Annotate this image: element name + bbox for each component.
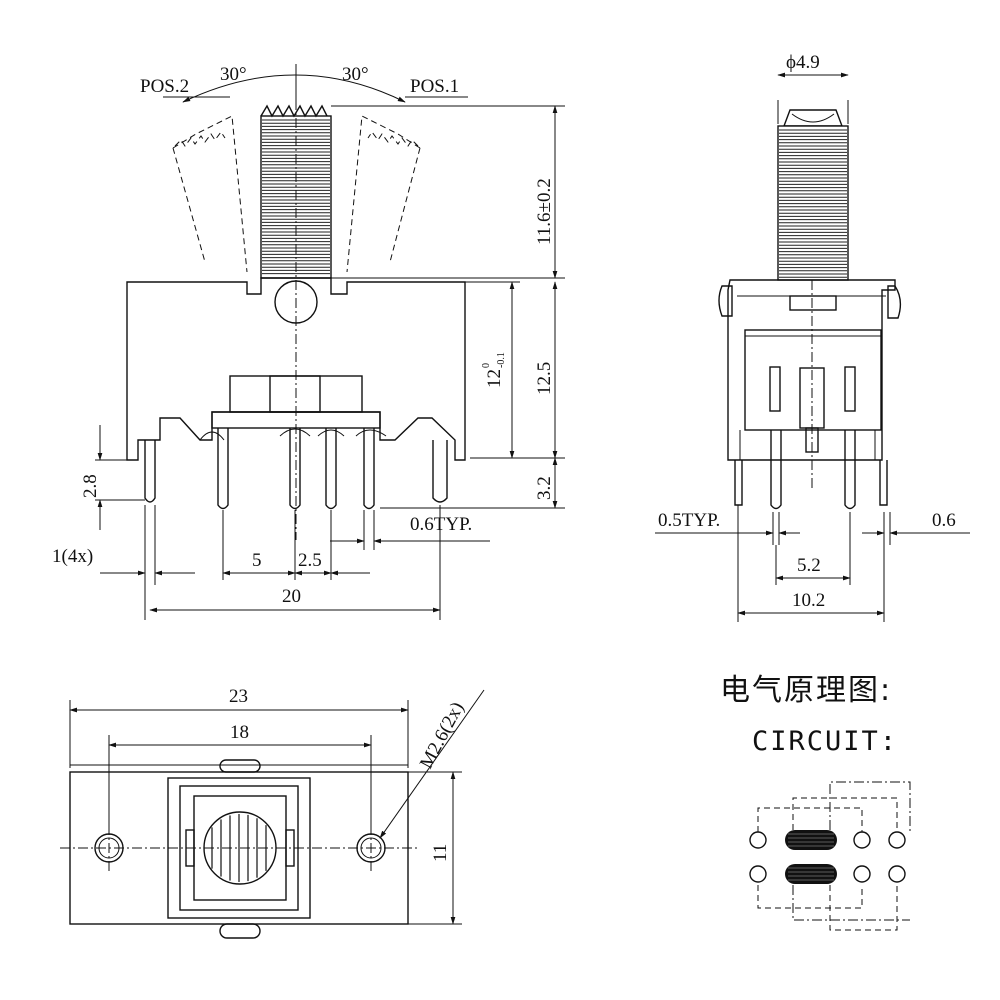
- side-body-depth-label: 10.2: [792, 590, 825, 611]
- mount-height-tol-upper: 0: [481, 363, 492, 368]
- angle-right-label: 30°: [342, 64, 369, 85]
- pos1-label: POS.1: [410, 76, 459, 97]
- angle-left-label: 30°: [220, 64, 247, 85]
- side-pin-width-label: 0.5TYP.: [658, 510, 720, 531]
- contact-terminal: [749, 865, 767, 883]
- contact-terminal: [888, 865, 906, 883]
- circuit-section: 电气原理图: CIRCUIT:: [720, 673, 911, 931]
- circuit-title-en: CIRCUIT:: [752, 726, 898, 757]
- contact-bridge: [785, 830, 837, 850]
- contact-terminal: [749, 831, 767, 849]
- shaft-height-label: 11.6±0.2: [534, 178, 555, 245]
- side-pin-width-label: 1(4x): [52, 546, 93, 567]
- contact-bridge: [785, 864, 837, 884]
- side-pins: [734, 430, 888, 510]
- contact-terminal: [853, 865, 871, 883]
- ghost-pos2: [172, 115, 248, 273]
- contact-terminal: [888, 831, 906, 849]
- ghost-pos1: [346, 115, 421, 273]
- pin-pitch-inner-label: 2.5: [298, 550, 322, 571]
- pin-pitch-outer-label: 5: [252, 550, 262, 571]
- front-pins: [144, 428, 448, 510]
- switch-body-front: [126, 277, 466, 461]
- hole-spacing-label: 18: [230, 722, 249, 743]
- angle-arc: [182, 74, 406, 103]
- pin-length-label: 3.2: [534, 476, 555, 500]
- side-view: ϕ4.9 0.5TYP. 0.6 5.2 10.2: [655, 52, 970, 622]
- body-height-label: 12.5: [534, 362, 555, 395]
- pos2-label: POS.2: [140, 76, 189, 97]
- front-view: POS.2 POS.1 30° 30° 11.6±0.2 12.5 12 0 -…: [52, 64, 565, 620]
- switch-body-side: [718, 279, 902, 490]
- mount-height-label: 12: [484, 369, 505, 388]
- mount-height-tol-lower: -0.1: [496, 352, 507, 368]
- pin-thickness-label: 0.6TYP.: [410, 514, 472, 535]
- circuit-title-cn: 电气原理图:: [720, 673, 892, 708]
- side-pin-spacing-label: 5.2: [797, 555, 821, 576]
- circuit-diagram: [749, 781, 911, 931]
- side-dims: [655, 505, 970, 622]
- shaft-diameter-label: ϕ4.9: [786, 52, 820, 73]
- contact-terminal: [853, 831, 871, 849]
- total-length-label: 23: [229, 686, 248, 707]
- hole-size-label: M2.6(2x): [416, 699, 468, 773]
- width-label: 11: [430, 844, 451, 862]
- side-pin-thickness-label: 0.6: [932, 510, 956, 531]
- shaft-front: [260, 64, 332, 540]
- side-pin-height-label: 2.8: [80, 474, 101, 498]
- total-width-label: 20: [282, 586, 301, 607]
- bottom-view: 23 18 M2.6(2x) 11: [60, 686, 485, 939]
- front-dims: [95, 105, 565, 620]
- shaft-side: [777, 109, 849, 281]
